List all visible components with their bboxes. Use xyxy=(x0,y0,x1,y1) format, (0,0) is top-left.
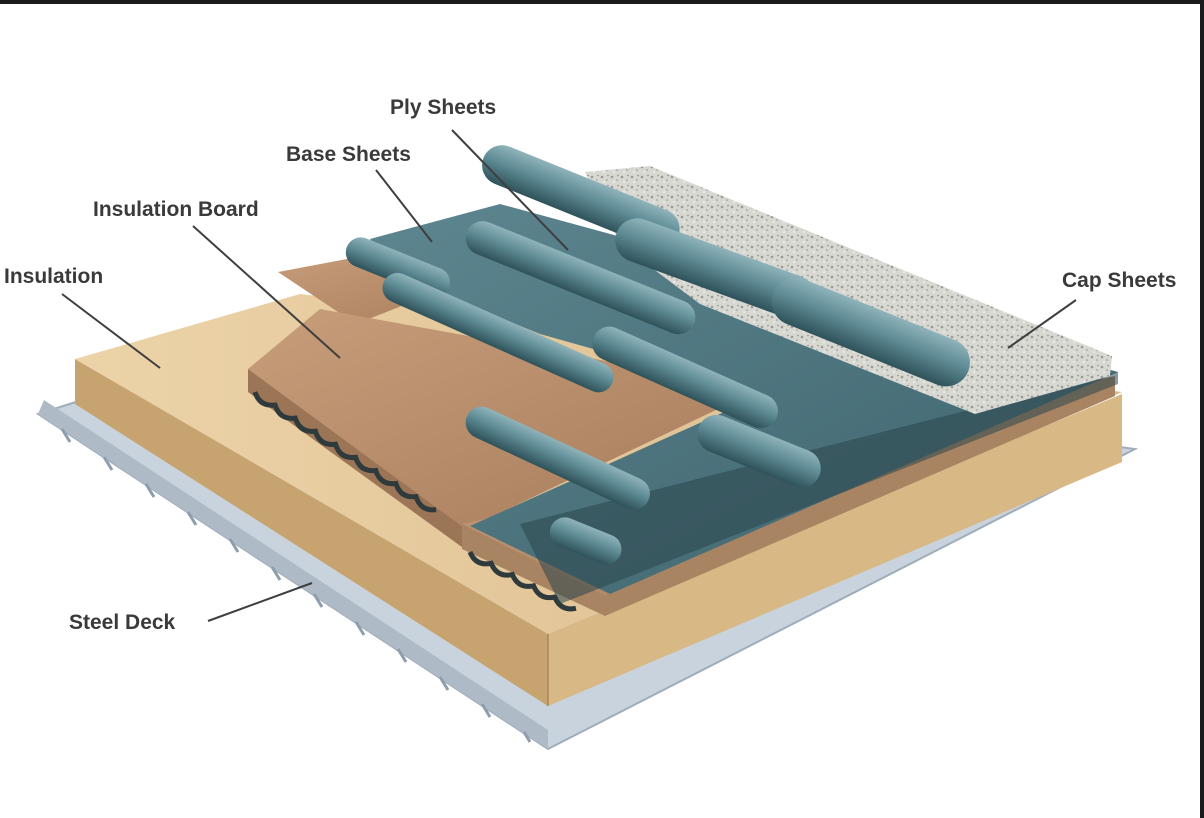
label-insulation-board: Insulation Board xyxy=(93,198,259,221)
label-insulation: Insulation xyxy=(4,265,103,288)
label-steel-deck: Steel Deck xyxy=(69,611,176,634)
label-base-sheets: Base Sheets xyxy=(286,143,411,166)
built-up-roof-diagram: Ply Sheets Base Sheets Insulation Board … xyxy=(0,4,1200,818)
image-frame: Ply Sheets Base Sheets Insulation Board … xyxy=(0,4,1200,818)
label-cap-sheets: Cap Sheets xyxy=(1062,269,1176,292)
label-ply-sheets: Ply Sheets xyxy=(390,96,496,119)
